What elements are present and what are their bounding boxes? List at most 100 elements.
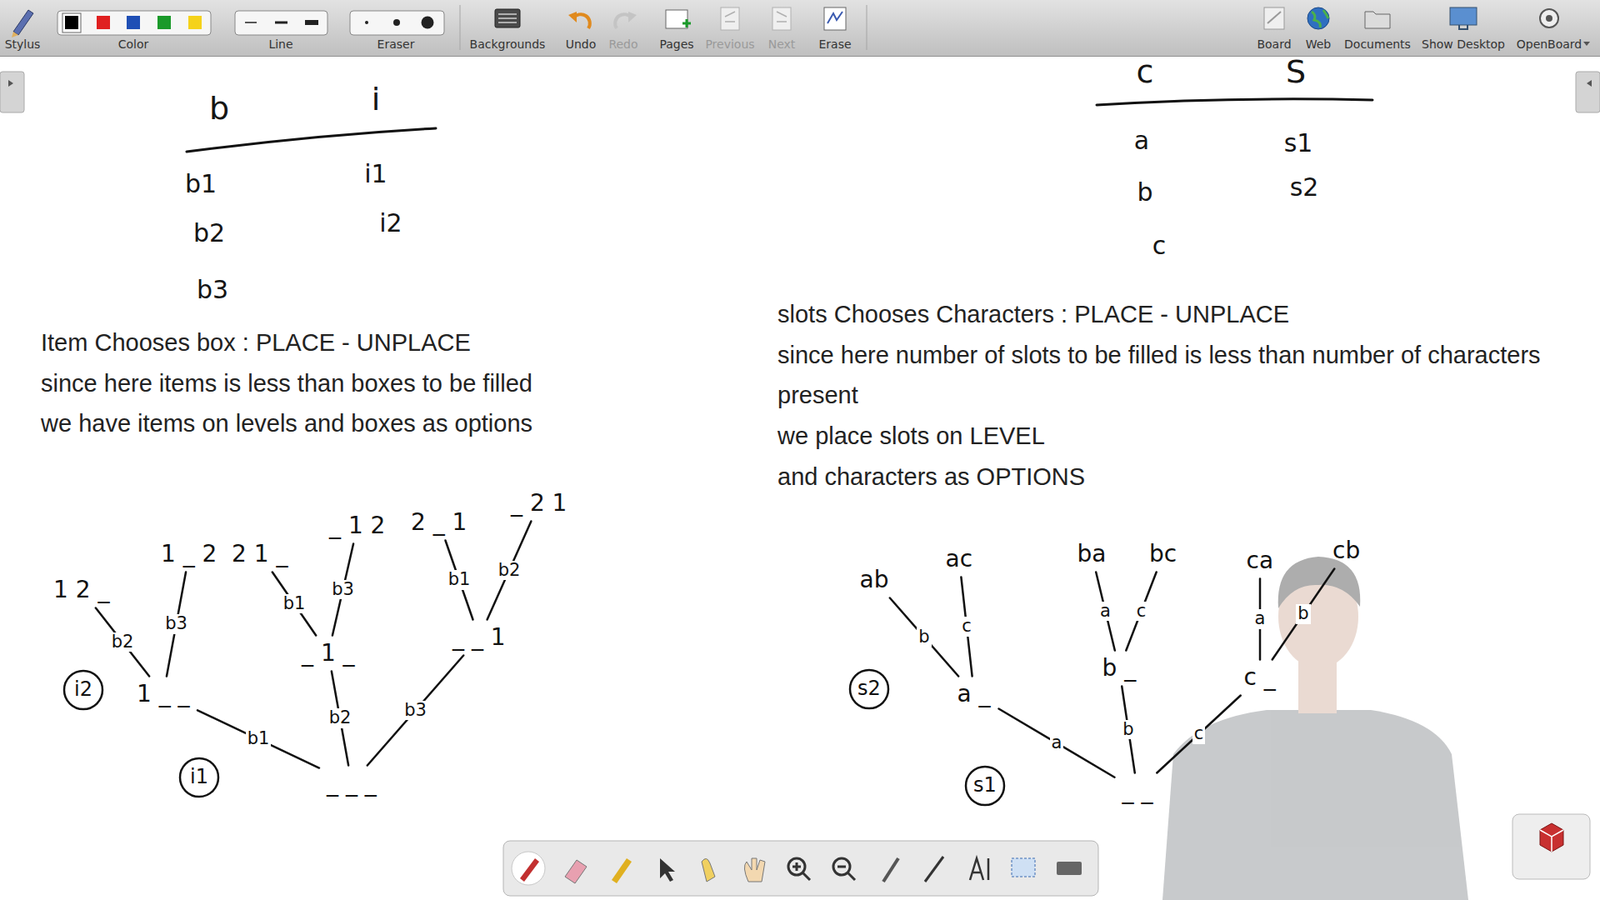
toolbar-label: Undo [565, 37, 597, 51]
handwritten-label: i [371, 80, 381, 118]
toolbar-label: Pages [659, 37, 694, 51]
tree-branch [1156, 695, 1241, 774]
color-palette [57, 10, 211, 35]
note-text: and characters as OPTIONS [777, 456, 1085, 497]
node-text: _ _ _ [321, 768, 382, 799]
node-text: s2 [857, 677, 881, 701]
tree-state: _ _ [1117, 775, 1159, 807]
color-swatch [126, 15, 140, 30]
node-text: ca [1241, 545, 1280, 576]
branch-label: b2 [327, 708, 354, 728]
node-text: 1 _ _ [131, 679, 195, 710]
next-icon-mark [776, 11, 787, 22]
show-desktop-monitor [1450, 7, 1477, 25]
pages-icon-plus [682, 19, 691, 28]
presenter-shirt [1162, 710, 1469, 900]
handwritten-label: i2 [379, 208, 402, 238]
toolbar-label: Redo [608, 37, 638, 51]
tree-branch [1272, 569, 1335, 660]
branch-label: a [1253, 609, 1268, 629]
tree-state: 1 2 _ [48, 575, 115, 606]
web-globe-land [1311, 10, 1329, 28]
branch-label: b2 [110, 632, 136, 652]
branch-label: b [1295, 604, 1310, 624]
color-swatch [188, 15, 202, 30]
tree-state: cb [1327, 535, 1366, 567]
line-tool-icon [925, 856, 944, 882]
tree-branch [999, 708, 1115, 777]
backgrounds-icon-grid [498, 14, 517, 23]
selected-swatch-frame [62, 13, 81, 33]
toolbar-label: Next [768, 37, 796, 51]
toolbar-label: Board [1256, 37, 1291, 51]
node-text: ab [855, 565, 895, 595]
pen-tool-icon [520, 858, 540, 882]
toolbar-label: Previous [705, 37, 755, 51]
handwritten-label: b2 [193, 218, 225, 248]
tree-state: _ 2 1 [505, 488, 573, 520]
note-text: slots Chooses Characters : PLACE - UNPLA… [777, 294, 1290, 335]
eraser-tool-icon [565, 860, 587, 884]
handwritten-label: S [1285, 53, 1306, 90]
redo-icon-head [628, 11, 637, 23]
circle-outline-shape [64, 670, 103, 710]
handwritten-label: b3 [196, 275, 229, 305]
branch-label: b1 [446, 570, 473, 590]
note-text: Item Chooses box : PLACE - UNPLACE [40, 322, 471, 363]
note-text: since here items is less than boxes to b… [40, 363, 533, 404]
level-circle: s2 [848, 668, 890, 710]
branch-label: c [1135, 601, 1149, 621]
tree-branch [1121, 686, 1135, 774]
node-text: _ _ [1117, 775, 1159, 806]
toolbar-label: Line [268, 37, 293, 51]
note-text: we have items on levels and boxes as opt… [40, 403, 533, 444]
node-text: b _ [1097, 653, 1142, 684]
tree-state: _ _ 1 [447, 622, 511, 654]
openboard-menu-arrow [1583, 41, 1590, 46]
handwritten-label: i1 [364, 159, 387, 189]
node-text: 2 1 _ [226, 539, 293, 570]
right-side-tab [1575, 71, 1600, 113]
branch-label: b [1120, 720, 1135, 740]
toolbar-separator [460, 5, 461, 50]
zoom-out-mark [837, 866, 855, 880]
eraser-size-sample [421, 16, 435, 30]
toolbar-label: Color [118, 37, 150, 51]
toolbar-label: Documents [1344, 37, 1411, 51]
tree-state: ca [1241, 545, 1280, 577]
node-text: 1 _ 2 [155, 539, 222, 570]
stylus-tip [11, 31, 19, 38]
node-text: i1 [190, 765, 209, 790]
handwritten-label: b [1136, 177, 1153, 207]
keyboard-icon [1056, 861, 1082, 875]
color-swatch [157, 15, 171, 30]
color-swatch [65, 15, 79, 30]
toolbar-edge [0, 55, 1600, 57]
circle-outline-shape [850, 670, 889, 709]
recorder-badge [1512, 814, 1590, 880]
tree-state: ab [855, 565, 895, 596]
handwritten-label: c [1152, 230, 1167, 260]
backgrounds-icon [495, 9, 520, 28]
text-tool-icon [970, 858, 989, 880]
tree-state: _ 1 2 [324, 510, 391, 542]
previous-icon [720, 7, 740, 30]
handwritten-label: c [1136, 53, 1155, 90]
right-tab-arrow [1586, 80, 1592, 87]
branch-label: c [1192, 724, 1206, 744]
tree-branch [95, 608, 150, 677]
tree-state: bc [1144, 539, 1183, 570]
next-icon [772, 7, 791, 30]
tree-branch [272, 572, 316, 636]
left-tab-arrow [8, 80, 14, 87]
line-width-sample [275, 21, 288, 25]
tree-branch [197, 710, 320, 768]
branch-label: b [916, 627, 931, 647]
branch-label: c [960, 616, 974, 636]
note-text: we place slots on LEVEL [777, 415, 1045, 456]
node-text: _ 2 1 [505, 488, 572, 519]
toolbar-label: OpenBoard [1516, 37, 1583, 51]
presenter-hair [1278, 556, 1361, 609]
table-rule [186, 128, 436, 152]
handwritten-label: a [1134, 125, 1150, 155]
